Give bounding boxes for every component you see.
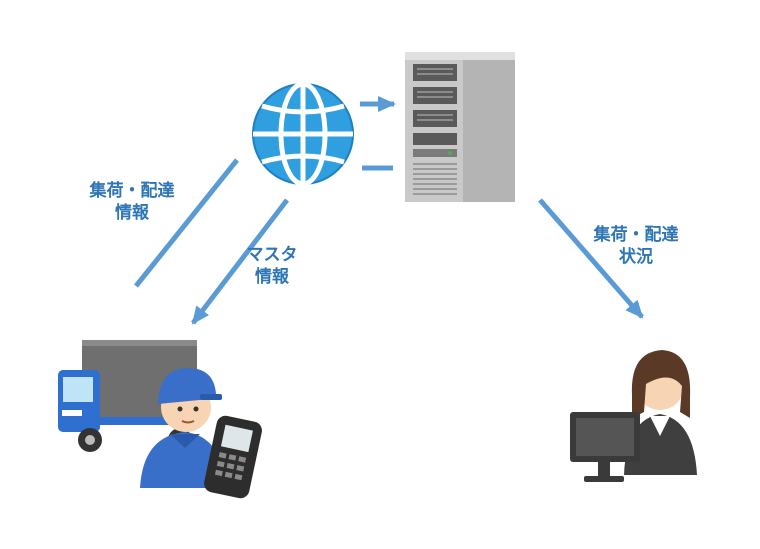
handheld-terminal-icon	[204, 415, 262, 499]
label-pickup-delivery-status: 集荷・配達 状況	[580, 224, 692, 268]
flow-arrows	[134, 96, 644, 325]
driver-icon	[140, 368, 226, 488]
arrow-server-to-office	[538, 198, 644, 319]
label-line: 集荷・配達	[593, 225, 679, 245]
globe-icon	[252, 81, 354, 187]
label-pickup-delivery-info: 集荷・配達 情報	[76, 180, 188, 224]
label-line: 情報	[115, 203, 149, 223]
label-line: 状況	[619, 247, 653, 267]
label-line: マスタ	[246, 245, 298, 265]
arrow-field-to-globe	[134, 158, 239, 288]
monitor-icon	[570, 412, 640, 482]
label-line: 集荷・配達	[89, 181, 175, 201]
server-rack-icon	[405, 52, 515, 202]
delivery-driver-with-handheld-terminal-icon	[58, 340, 262, 499]
arrow-globe-to-field	[191, 198, 289, 325]
office-worker-at-monitor-icon	[570, 350, 697, 482]
label-line: 情報	[255, 267, 289, 287]
label-master-info: マスタ 情報	[232, 244, 312, 288]
